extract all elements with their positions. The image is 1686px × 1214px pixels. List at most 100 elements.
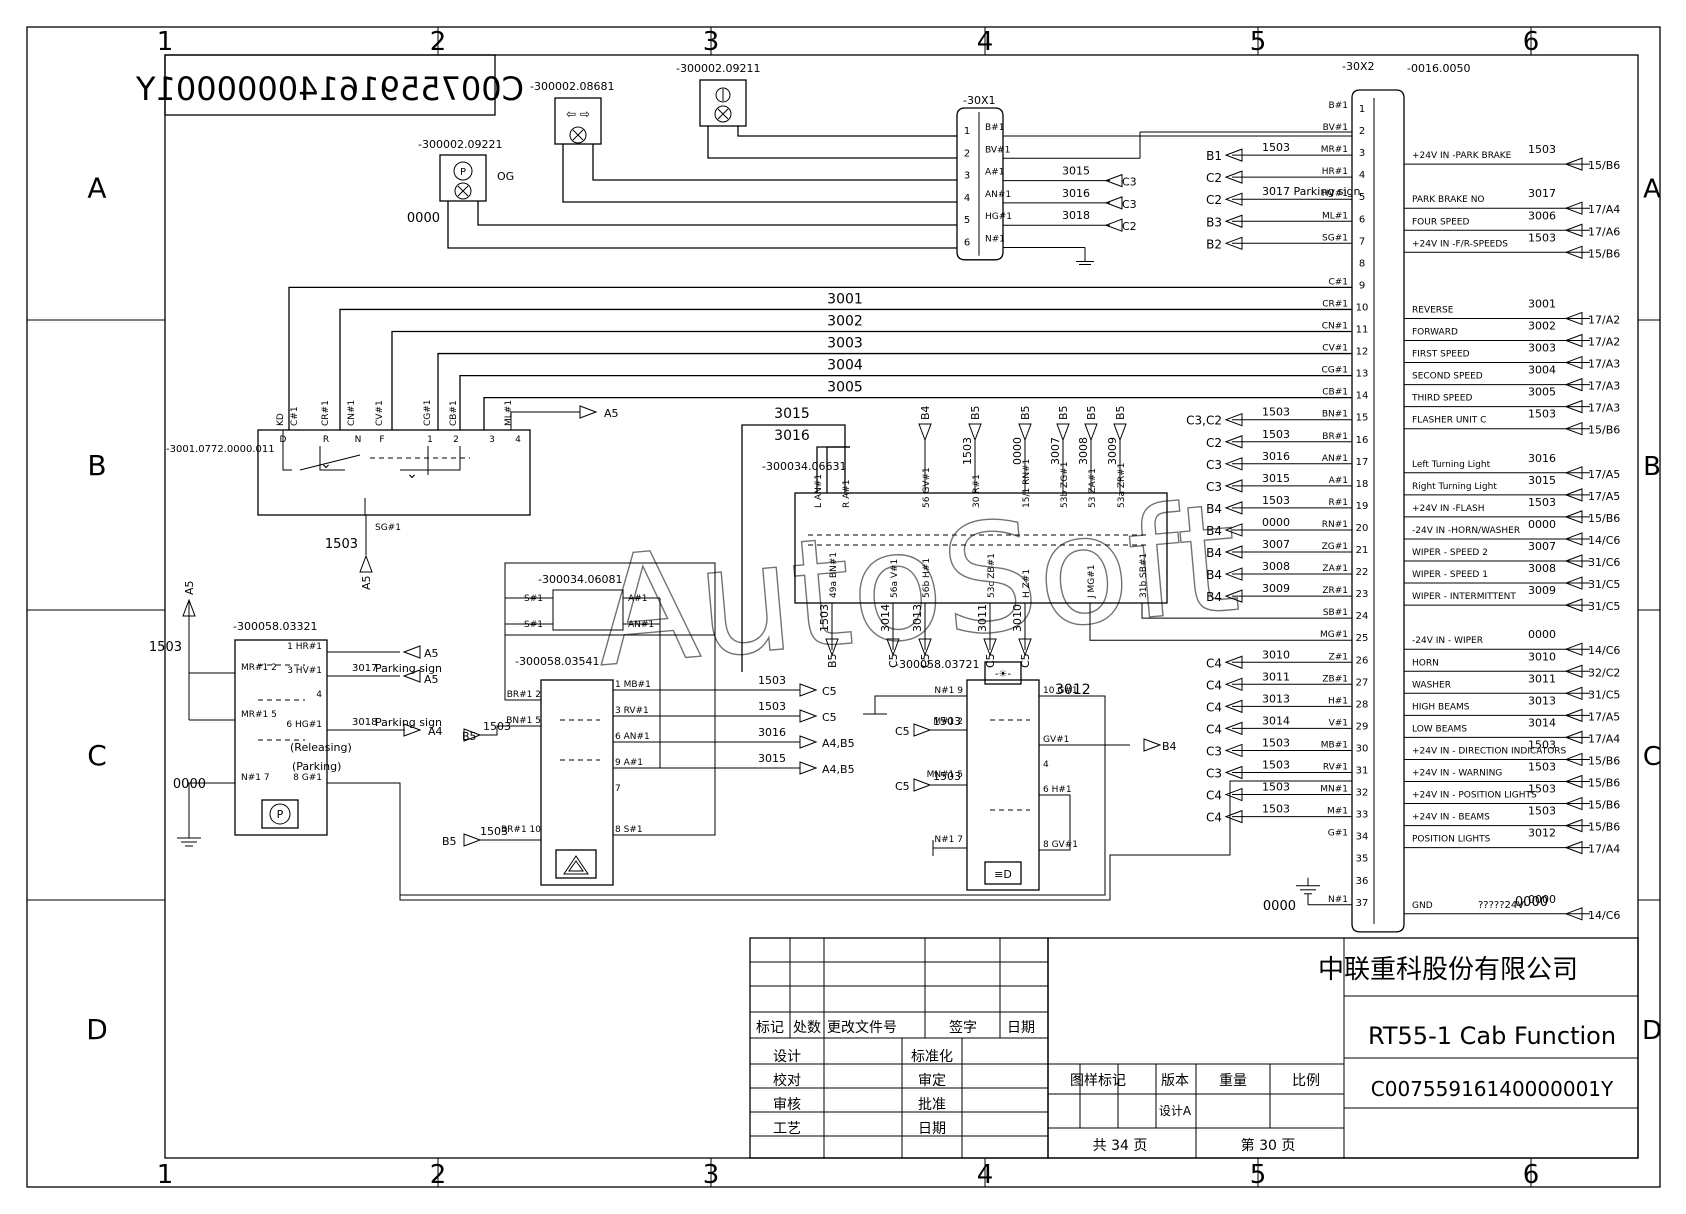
combo-top-pin-5: 53b ZG#1 — [1060, 462, 1070, 508]
wire-path — [319, 446, 345, 471]
x2-ref-12: 17/A3 — [1588, 358, 1620, 371]
park-right-pin-4: 8 G#1 — [293, 773, 322, 783]
x2-pin-18: 18 — [1356, 479, 1369, 490]
gear-out-arrow-icon — [579, 405, 598, 419]
park-parking: (Parking) — [292, 760, 341, 773]
x2-wire-20: RN#1 — [1322, 520, 1348, 530]
tb-info-header-1: 版本 — [1161, 1073, 1189, 1089]
x2-right-arrow-icon — [1564, 201, 1583, 215]
x2-left-ref-19: B4 — [1206, 502, 1222, 516]
x2-ref-21: 31/C6 — [1588, 556, 1620, 569]
combo-top-pin-0: L AN#1 — [814, 474, 824, 508]
x2-pin-19: 19 — [1356, 501, 1369, 512]
x2-label: -30X2 — [1342, 60, 1375, 73]
park-right-pin-0: 1 HR#1 — [287, 642, 322, 652]
gear-pin-1: C#1 — [290, 406, 300, 426]
hazard-out-num-1: 1503 — [758, 700, 786, 713]
x2-num-37: 0000 — [1528, 893, 1556, 906]
x2-num-18: 3015 — [1528, 474, 1556, 487]
tb-role-right-2: 批准 — [918, 1097, 946, 1113]
wire-path — [480, 725, 541, 736]
tb-company: 中联重科股份有限公司 — [1318, 955, 1578, 985]
x2-ref-26: 32/C2 — [1588, 666, 1620, 679]
x2-signal-18: Right Turning Light — [1412, 482, 1497, 492]
combo-ref-arrow-icon — [1018, 423, 1032, 442]
x2-left-num-18: 3015 — [1262, 472, 1290, 485]
watermark-text: AutoSoft — [588, 471, 1245, 700]
x2-pin-6: 6 — [1359, 214, 1365, 225]
x2-pin-14: 14 — [1356, 391, 1369, 402]
x2-left-ref-23: B4 — [1206, 590, 1222, 604]
light-out-arrow-icon — [1143, 738, 1162, 752]
x2-wire-33: M#1 — [1327, 807, 1348, 817]
tb-role-right-3: 日期 — [918, 1121, 946, 1137]
wire-path — [459, 374, 1352, 430]
hazard-part: -300058.03541 — [515, 655, 599, 668]
title-block: 标记处数更改文件号签字日期设计校对审核工艺标准化审定批准日期中联重科股份有限公司… — [749, 937, 1639, 1159]
x2-num-29: 3014 — [1528, 716, 1556, 729]
park-left-pin-2: N#1 7 — [241, 773, 270, 783]
combo-bot-arrow-icon — [886, 638, 900, 657]
combo-ref-arrow-icon — [968, 423, 982, 442]
x2-ref-7: 15/B6 — [1588, 247, 1620, 260]
combo-ref-arrow-icon — [918, 423, 932, 442]
x2-left-num-33: 1503 — [1262, 803, 1290, 816]
gear-feed-wire: SG#1 — [375, 523, 401, 533]
x2-left-arrow-icon — [1224, 435, 1243, 449]
x2-pin-12: 12 — [1356, 347, 1369, 358]
circle — [715, 87, 731, 103]
x2-pin-4: 4 — [1359, 170, 1365, 181]
hazard-right-pin-4: 7 — [615, 784, 621, 794]
x2-left-ref-30: C3 — [1206, 744, 1222, 758]
relay-pin-2: A#1 — [628, 594, 647, 604]
wire — [572, 129, 584, 141]
combo-bot-ref-1: C5 — [887, 653, 900, 668]
x2-part: -0016.0050 — [1407, 62, 1470, 75]
x1-ref-3: C3 — [1122, 176, 1137, 189]
x2-left-ref-28: C4 — [1206, 700, 1222, 714]
x2-left-ref-29: C4 — [1206, 722, 1222, 736]
x2-wire-18: A#1 — [1329, 476, 1348, 486]
x2-signal-12: FIRST SPEED — [1412, 350, 1470, 360]
hazard-left-pin-0: BR#1 2 — [507, 690, 541, 700]
gear-feed-arrow-icon — [359, 554, 373, 573]
x2-left-ref-32: C4 — [1206, 789, 1222, 803]
tb-total-pages: 共 34 页 — [1093, 1138, 1148, 1154]
x2-left-num-15: 1503 — [1262, 406, 1290, 419]
x2-wire-11: CN#1 — [1322, 322, 1348, 332]
hazard-out-ref-1: C5 — [822, 711, 837, 724]
tb-page: 第 30 页 — [1241, 1137, 1296, 1154]
park-right-pin-1: 3 HV#1 — [287, 666, 322, 676]
park-gnd-num: 0000 — [173, 777, 206, 792]
park-left-pin-0: MR#1 2 — [241, 663, 277, 673]
gear-feed-ref: A5 — [360, 575, 373, 590]
x2-left-arrow-icon — [1224, 589, 1243, 603]
x2-num-17: 3016 — [1528, 452, 1556, 465]
x2-ref-18: 17/A5 — [1588, 490, 1620, 503]
x2-wire-37: N#1 — [1328, 895, 1348, 905]
lamp1-part: -300002.09221 — [418, 138, 502, 151]
combo-bot-num-2: 3013 — [911, 604, 924, 632]
x2-left-ref-16: C2 — [1206, 436, 1222, 450]
x1-num-5: 3018 — [1062, 209, 1090, 222]
combo-top-num-0: 1503 — [961, 437, 974, 465]
x2-left-arrow-icon — [1224, 743, 1243, 758]
x2-pin-28: 28 — [1356, 699, 1369, 710]
combo-top-num-2: 3007 — [1049, 437, 1062, 465]
x2-pin-5: 5 — [1359, 192, 1365, 203]
x2-right-arrow-icon — [1564, 818, 1583, 833]
x2-signal-20: -24V IN -HORN/WASHER — [1412, 526, 1520, 536]
light-right-pin-0: 10 G#1 — [1043, 686, 1078, 696]
wire-path — [737, 126, 957, 137]
x2-signal-5: PARK BRAKE NO — [1412, 195, 1485, 205]
x2-wire-9: C#1 — [1328, 277, 1348, 287]
combo-top-ref-2: B5 — [1019, 405, 1032, 420]
zone-row-left-D: D — [86, 1013, 108, 1046]
wire-path — [391, 330, 1352, 430]
x2-left-arrow-icon — [1224, 699, 1243, 714]
x2-left-num-16: 1503 — [1262, 428, 1290, 441]
x2-ref-30: 15/B6 — [1588, 754, 1620, 767]
light-left-pin-0: N#1 9 — [934, 686, 963, 696]
x1-label: -30X1 — [963, 94, 996, 107]
